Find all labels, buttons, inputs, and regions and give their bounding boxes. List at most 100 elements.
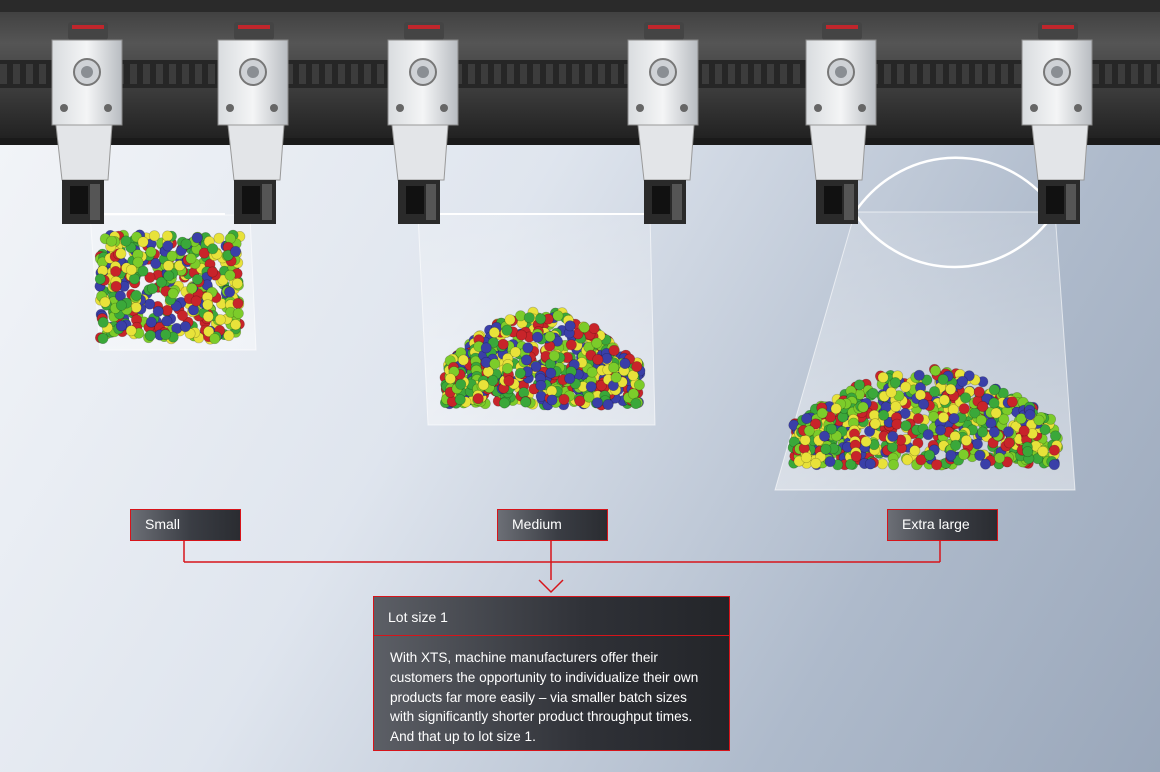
size-label-small-text: Small [145,516,181,532]
product-ball [583,391,595,403]
product-ball [487,374,499,386]
product-ball [922,429,934,441]
rail-tooth [169,64,176,84]
product-ball [860,436,872,448]
product-ball [928,386,940,398]
mover-carrier [805,22,877,224]
rail-tooth [195,64,202,84]
product-ball [899,407,911,419]
product-ball [546,394,558,406]
product-ball [988,426,1000,438]
rail-tooth [728,64,735,84]
product-ball [209,333,221,345]
product-ball [152,305,164,317]
product-ball [207,266,219,278]
rail-tooth [572,64,579,84]
rail-tooth [286,64,293,84]
product-ball [934,424,946,436]
product-ball [444,373,456,385]
rail-tooth [1092,64,1099,84]
product-ball [1018,425,1030,437]
product-ball [1002,426,1014,438]
product-ball [918,398,930,410]
rail-tooth [494,64,501,84]
product-ball [207,243,219,255]
product-ball [115,299,127,311]
product-ball [202,311,214,323]
product-ball [630,397,642,409]
product-ball [564,320,576,332]
product-ball [115,248,127,260]
product-ball [144,329,156,341]
xts-movers [51,22,1093,224]
product-ball [1010,420,1022,432]
product-ball [592,353,604,365]
product-ball [608,362,620,374]
product-ball [531,331,543,343]
product-ball [921,374,933,386]
product-ball [489,358,501,370]
product-ball [202,299,214,311]
product-ball [192,273,204,285]
product-ball [801,412,813,424]
rail-tooth [598,64,605,84]
product-ball [971,438,983,450]
product-ball [591,397,603,409]
product-ball [631,361,643,373]
product-ball [945,383,957,395]
rail-tooth [923,64,930,84]
product-ball [937,411,949,423]
product-ball [595,380,607,392]
rail-tooth [351,64,358,84]
product-ball [522,342,534,354]
product-ball [514,367,526,379]
product-ball [163,270,175,282]
product-ball [912,413,924,425]
product-ball [923,449,935,461]
rail-tooth [546,64,553,84]
product-ball [998,413,1010,425]
product-ball [901,454,913,466]
product-ball [974,449,986,461]
product-ball [509,346,521,358]
rail-tooth [741,64,748,84]
mover-carrier [1021,22,1093,224]
product-ball [94,273,106,285]
product-ball [97,332,109,344]
rail-tooth [884,64,891,84]
product-ball [891,418,903,430]
product-ball [900,381,912,393]
product-ball [610,371,622,383]
ball-pile-extra-large [787,363,1064,471]
product-ball [146,283,158,295]
product-ball [869,418,881,430]
connector-lines [183,541,941,594]
rail-tooth [481,64,488,84]
product-ball [148,230,160,242]
product-ball [585,381,597,393]
product-ball [958,403,970,415]
rail-tooth [468,64,475,84]
product-ball [627,369,639,381]
product-ball [853,379,865,391]
product-ball [945,449,957,461]
product-ball [915,454,927,466]
product-ball [230,319,242,331]
product-ball [130,289,142,301]
product-ball [619,357,631,369]
arrow-down-icon [538,579,564,594]
product-ball [150,257,162,269]
product-ball [977,400,989,412]
rail-tooth [130,64,137,84]
xts-track-rail [0,0,1160,145]
product-ball [125,325,137,337]
rail-tooth [715,64,722,84]
product-ball [889,377,901,389]
product-ball [909,445,921,457]
product-ball [530,361,542,373]
rail-tooth [1014,64,1021,84]
product-ball [591,337,603,349]
product-ball [161,315,173,327]
product-ball [213,232,225,244]
